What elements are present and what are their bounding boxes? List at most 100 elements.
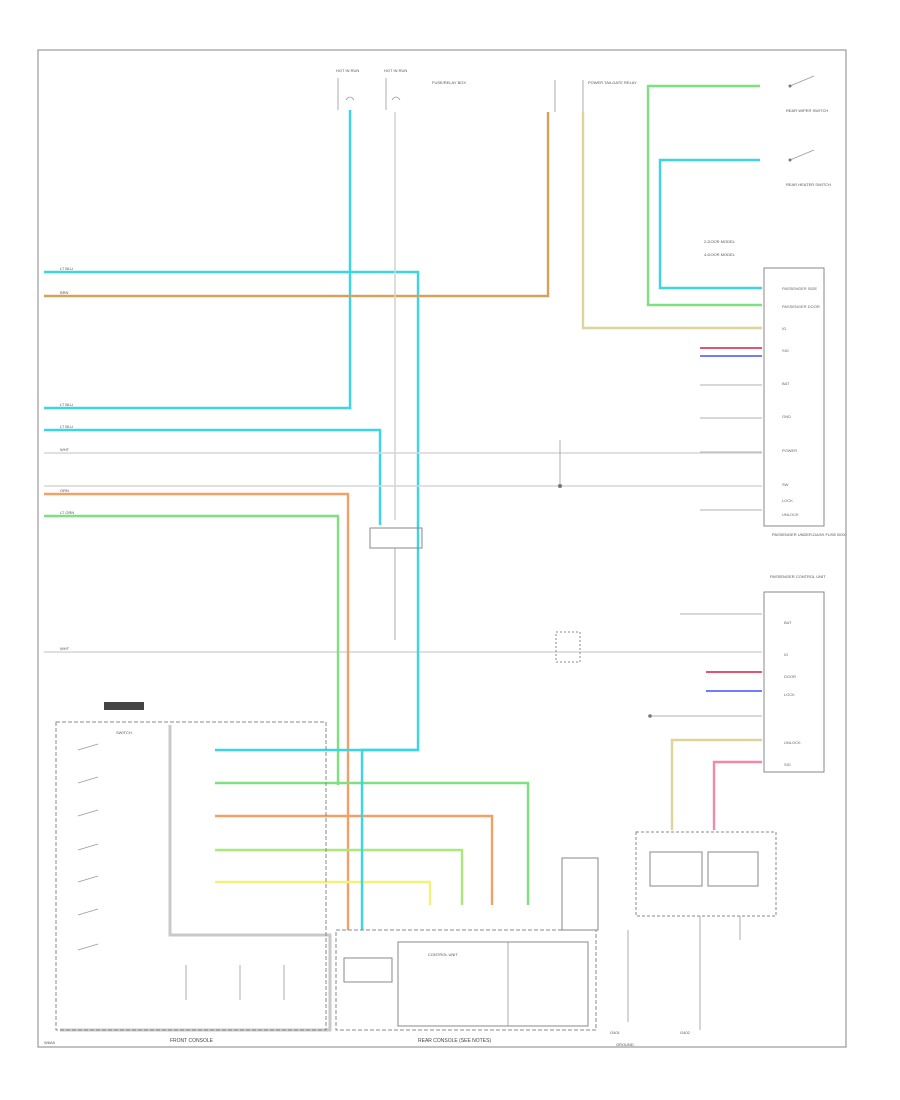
switch-a-dot — [788, 84, 792, 88]
wire-lt-blu-2 — [44, 270, 420, 520]
connector-right-1: PASSENGER UNDER-DASH FUSE BOX PASSENGER … — [700, 267, 846, 537]
wire-grn-3 — [215, 848, 464, 905]
connector-1-pin-9: UNLOCK — [782, 512, 799, 517]
connector-2-pin-5: SIG — [784, 762, 791, 767]
ground-mid-right — [555, 631, 581, 663]
ground-symbols: GROUND — [616, 1042, 634, 1047]
switch-a-symbol — [789, 75, 815, 87]
fuse-a-label: HOT IN RUN — [336, 68, 359, 73]
center-ground — [558, 440, 562, 488]
connector-1-pin-0: PASSENGER SIDE — [782, 286, 817, 291]
front-console-box — [55, 721, 327, 1031]
legend-b: 4-DOOR MODEL — [704, 252, 736, 257]
relay-label: POWER TAILGATE RELAY — [588, 80, 637, 85]
wire-lt-grn — [44, 514, 340, 785]
front-console-header — [104, 702, 144, 710]
switch-b-label: REAR HEATER SWITCH — [786, 182, 831, 187]
wire-label-4: LT BLU — [60, 424, 73, 429]
fuse-box-label: FUSE/RELAY BOX — [432, 80, 466, 85]
ground-g402: G402 — [680, 1030, 691, 1035]
wire-label-3: LT BLU — [60, 402, 73, 407]
wire-pink — [712, 760, 762, 830]
connector-1-pin-6: POWER — [782, 448, 797, 453]
connector-right-2: PASSENGER CONTROL UNIT BAT IG DOOR LOCK … — [648, 574, 826, 773]
wire-lt-blu-3 — [44, 428, 382, 525]
lower-right-inner — [649, 851, 703, 887]
rear-console: CONTROL UNIT REAR CONSOLE (SEE NOTES) — [335, 857, 599, 1044]
wire-label-2: BRN — [60, 290, 69, 295]
wire-label-6: ORN — [60, 488, 69, 493]
legend-a: 2-DOOR MODEL — [704, 239, 736, 244]
front-console-title: FRONT CONSOLE — [170, 1038, 214, 1044]
wire-lt-blu-low — [215, 520, 420, 752]
diagram-frame — [37, 49, 847, 1048]
fuse-a-symbol — [345, 96, 355, 101]
wires — [44, 84, 762, 1032]
connector-2-pin-3: LOCK — [784, 692, 795, 697]
right-top-switches: REAR WIPER SWITCH REAR HEATER SWITCH — [786, 75, 831, 187]
wire-lt-grn-top — [646, 84, 762, 307]
connector-1-pin-4: BAT — [782, 381, 790, 386]
wire-orn-2 — [215, 814, 494, 905]
wire-label-5: WHT — [60, 447, 70, 452]
ground-mid-right-box — [555, 631, 581, 663]
wire-label-7: LT GRN — [60, 510, 74, 515]
wire-label-8: WHT — [60, 646, 70, 651]
connector-1-title: PASSENGER UNDER-DASH FUSE BOX — [772, 532, 846, 537]
lower-right-outer — [635, 831, 777, 917]
wire-lt-blu-1 — [44, 110, 352, 410]
connector-1-pin-1: PASSENGER DOOR — [782, 304, 820, 309]
ground-label: GROUND — [616, 1042, 634, 1047]
connector-1-pin-7: SW — [782, 482, 789, 487]
wire-dull-tan — [581, 112, 762, 330]
lower-right-module: G401 G402 — [610, 831, 777, 1035]
wire-lt-blu-top — [658, 158, 762, 290]
control-unit-box — [397, 941, 589, 1027]
lead-6-dot — [648, 714, 652, 718]
switch-3-symbol — [77, 809, 99, 817]
lower-right-inner2 — [707, 851, 759, 887]
fuse-b-symbol — [391, 96, 401, 101]
switch-5-symbol — [77, 875, 99, 883]
footer-left-label: W6A5 — [44, 1040, 56, 1045]
middle-relay-box — [369, 527, 423, 549]
connector-1-pin-8: LOCK — [782, 498, 793, 503]
connector-1-pin-5: GND — [782, 414, 791, 419]
top-relay: POWER TAILGATE RELAY — [554, 80, 637, 112]
connector-2-pin-2: DOOR — [784, 674, 796, 679]
connector-2-pin-0: BAT — [784, 620, 792, 625]
wire-brn — [44, 112, 550, 298]
left-wire-labels: LT BLU BRN LT BLU LT BLU WHT ORN LT GRN … — [60, 266, 74, 651]
wire-orn — [44, 492, 350, 930]
wire-label-1: LT BLU — [60, 266, 73, 271]
front-console-switch: SWITCH — [116, 730, 132, 735]
wire-yel — [215, 880, 432, 905]
legend: 2-DOOR MODEL 4-DOOR MODEL — [704, 239, 736, 257]
wire-lt-grn-2 — [215, 781, 530, 905]
connector-2-box — [763, 591, 825, 773]
front-console: FRONT CONSOLE SWITCH — [55, 702, 327, 1044]
switch-6-symbol — [77, 908, 99, 916]
center-ground-dot — [558, 484, 562, 488]
fuse-b-label: HOT IN RUN — [384, 68, 407, 73]
switch-2-symbol — [77, 776, 99, 784]
connector-2-pin-4: UNLOCK — [784, 740, 801, 745]
switch-4-symbol — [77, 843, 99, 851]
middle-relay — [369, 527, 423, 640]
wire-dull-tan-low — [670, 738, 762, 830]
connector-1-pin-2: IG — [782, 326, 786, 331]
connector-2-title: PASSENGER CONTROL UNIT — [770, 574, 826, 579]
connector-1-pin-3: SIG — [782, 348, 789, 353]
connector-1-box — [763, 267, 825, 527]
switch-1-symbol — [77, 743, 99, 751]
ground-g401: G401 — [610, 1030, 621, 1035]
rear-upper-block — [561, 857, 599, 931]
wire-lt-blu-low2 — [360, 748, 418, 930]
control-unit-side — [343, 957, 393, 983]
connector-2-pin-1: IG — [784, 652, 788, 657]
switch-b-symbol — [789, 149, 815, 161]
switch-7-symbol — [77, 943, 99, 951]
rear-console-title: REAR CONSOLE (SEE NOTES) — [418, 1038, 491, 1044]
wire-harness-grey — [60, 725, 332, 1032]
